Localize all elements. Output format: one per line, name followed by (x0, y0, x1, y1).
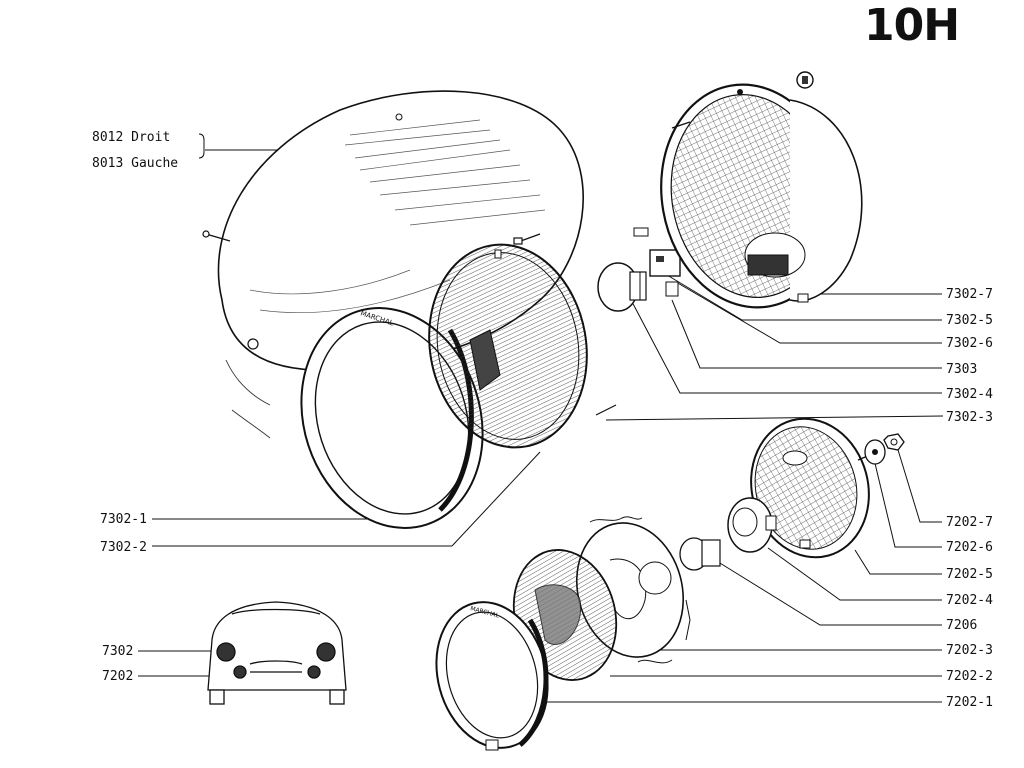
label-7302-7: 7302-7 (946, 287, 993, 302)
leader-7302-6 (675, 281, 942, 344)
small-bulb (679, 537, 721, 571)
large-bulb-holder-parts (633, 227, 681, 297)
large-headlamp-bowl (660, 71, 863, 309)
leader-7303 (671, 299, 942, 369)
cover-screws (202, 230, 617, 416)
leaders-right (545, 271, 944, 703)
car-small-lamp-right (307, 665, 321, 679)
leader-7302-4 (629, 297, 942, 394)
label-8012: 8012 Droit (92, 130, 171, 145)
label-7202-7: 7202-7 (946, 515, 993, 530)
label-7302-5: 7302-5 (946, 313, 993, 328)
small-lamp-holder (727, 497, 777, 553)
large-headlamp-lens (428, 243, 588, 449)
label-7202-1: 7202-1 (946, 695, 993, 710)
label-7202: 7202 (102, 669, 134, 684)
leader-7202-6 (872, 454, 942, 548)
label-7206: 7206 (946, 618, 978, 633)
label-7303: 7303 (946, 362, 978, 377)
label-7202-4: 7202-4 (946, 593, 993, 608)
leaders-left (138, 133, 541, 677)
cover-screw-hole (247, 338, 259, 350)
page-code: 10H (864, 0, 960, 51)
leader-7302-3 (605, 415, 944, 421)
cover-reflection-lines (249, 119, 546, 313)
label-7302-4: 7302-4 (946, 387, 993, 402)
leader-7302-2-b (451, 451, 541, 547)
leader-7202-4 (767, 547, 942, 601)
leader-7302-5 (661, 271, 942, 321)
small-headlamp-rim: MARCHAL (435, 601, 549, 751)
label-7302-6: 7302-6 (946, 336, 993, 351)
car-headlamp-right (316, 642, 336, 662)
label-7302: 7302 (102, 644, 134, 659)
leader-7206 (714, 559, 942, 626)
brace-8012-8013 (198, 133, 205, 159)
label-7202-3: 7202-3 (946, 643, 993, 658)
small-bowl-fasteners (857, 433, 905, 465)
label-7302-3: 7302-3 (946, 410, 993, 425)
leader-7202-5 (854, 549, 942, 575)
leader-7202-7 (894, 439, 942, 523)
car-headlamp-left (216, 642, 236, 662)
car-front-view (207, 601, 347, 705)
label-7202-2: 7202-2 (946, 669, 993, 684)
label-7202-6: 7202-6 (946, 540, 993, 555)
label-7202-5: 7202-5 (946, 567, 993, 582)
label-8013: 8013 Gauche (92, 156, 179, 171)
label-7302-1: 7302-1 (100, 512, 147, 527)
label-7302-2: 7302-2 (100, 540, 147, 555)
car-small-lamp-left (233, 665, 247, 679)
large-headlamp-bulb (597, 262, 647, 312)
